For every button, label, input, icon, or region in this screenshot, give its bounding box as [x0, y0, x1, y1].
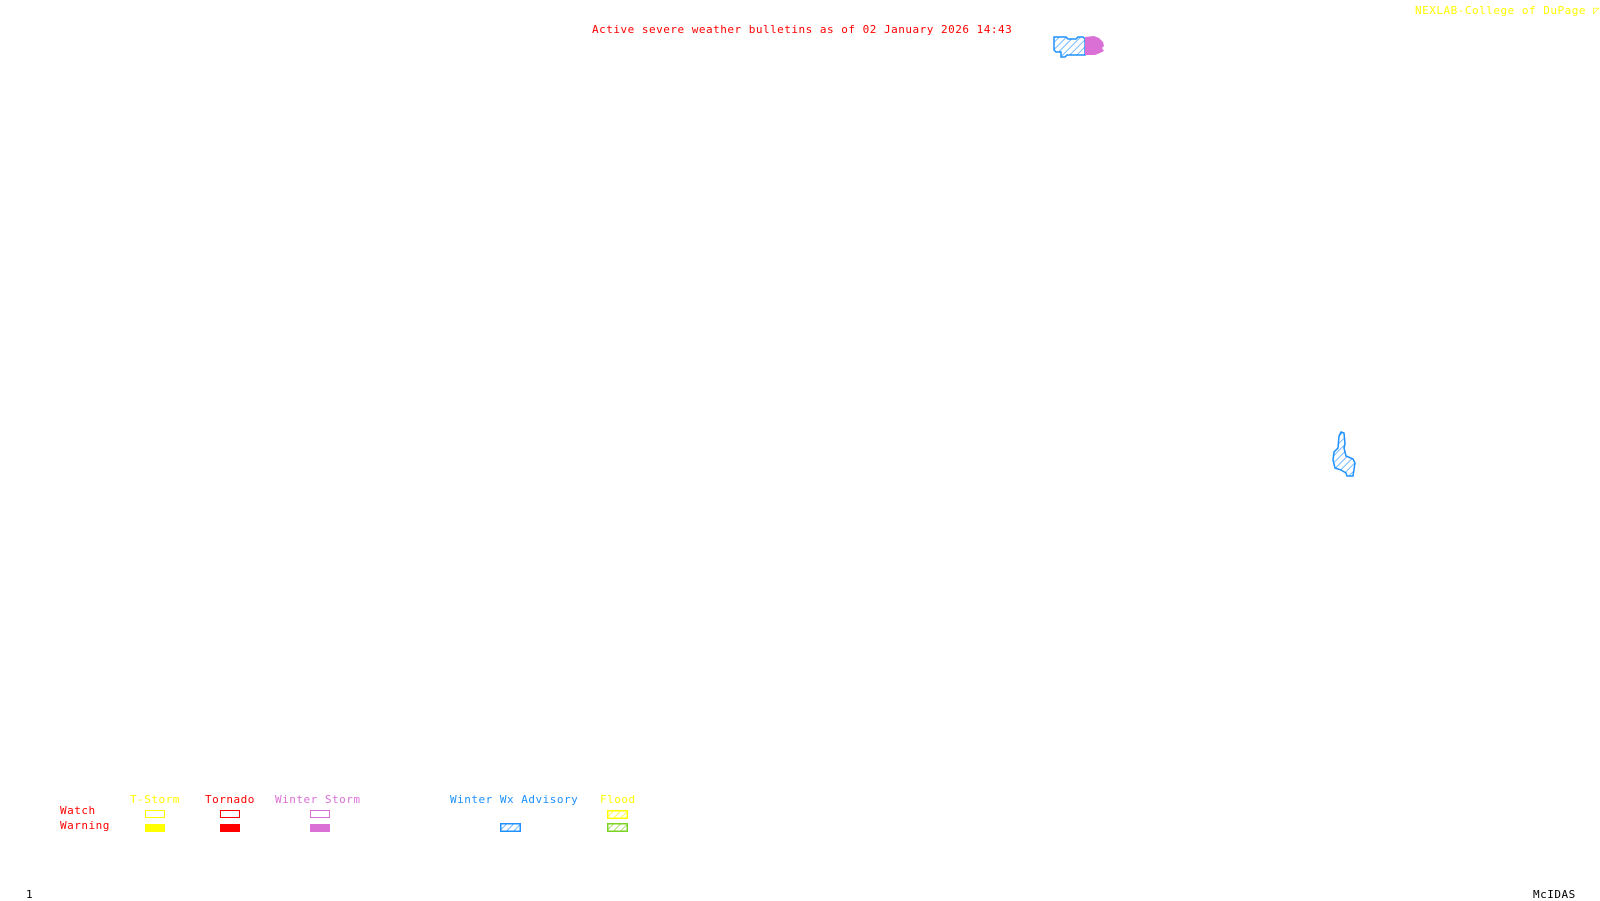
legend-winter-storm-watch-swatch: [310, 810, 330, 818]
app-label: McIDAS: [1533, 888, 1576, 901]
legend-winter-advisory-swatch: [500, 823, 521, 832]
winter-storm-warning-area: [1085, 36, 1104, 55]
legend-flood-watch-swatch: [607, 810, 628, 819]
logo-icon: ◸: [1593, 4, 1600, 17]
legend-tornado-warning-swatch: [220, 824, 240, 832]
legend-tstorm-warning-swatch: [145, 824, 165, 832]
legend-label-flood: Flood: [600, 793, 636, 806]
legend-tornado-watch-swatch: [220, 810, 240, 818]
frame-number: 1: [26, 888, 34, 901]
legend-label-winter-wx-advisory: Winter Wx Advisory: [450, 793, 579, 806]
legend-tstorm-watch-swatch: [145, 810, 165, 818]
legend-winter-storm-warning-swatch: [310, 824, 330, 832]
winter-advisory-area-east: [1332, 431, 1356, 477]
credit-text: NEXLAB-College of DuPage: [1415, 4, 1586, 17]
legend-label-tornado: Tornado: [205, 793, 255, 806]
winter-advisory-area-north: [1053, 36, 1086, 58]
credit-label: NEXLAB-College of DuPage ◸: [1415, 5, 1600, 17]
legend-label-winter-storm: Winter Storm: [275, 793, 361, 806]
bulletin-title: Active severe weather bulletins as of 02…: [592, 23, 1013, 36]
legend-flood-warning-swatch: [607, 823, 628, 832]
legend-label-tstorm: T-Storm: [130, 793, 180, 806]
legend-row-watch: Watch: [60, 804, 96, 817]
legend-row-warning: Warning: [60, 819, 110, 832]
